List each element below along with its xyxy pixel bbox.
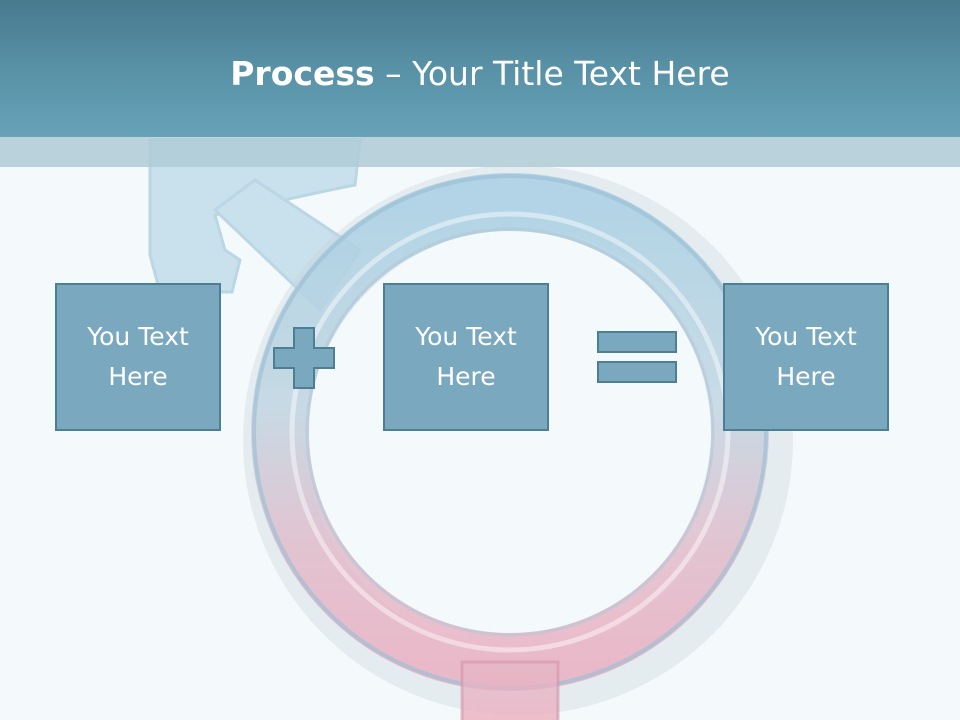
text-box-2-line2: Here <box>436 362 496 391</box>
title-text: Your Title Text Here <box>412 54 730 93</box>
text-box-2-line1: You Text <box>415 322 517 351</box>
text-box-1[interactable]: You Text Here <box>55 283 221 431</box>
plus-icon <box>273 327 335 389</box>
title-bar-strip <box>0 137 960 167</box>
text-box-2-label: You Text Here <box>396 317 536 397</box>
text-box-3[interactable]: You Text Here <box>723 283 889 431</box>
text-box-3-line2: Here <box>776 362 836 391</box>
equals-icon <box>597 331 677 383</box>
title-bar <box>0 0 960 137</box>
text-box-3-line1: You Text <box>755 322 857 351</box>
text-box-2[interactable]: You Text Here <box>383 283 549 431</box>
text-box-1-line1: You Text <box>87 322 189 351</box>
text-box-1-line2: Here <box>108 362 168 391</box>
title-bold: Process <box>230 54 375 93</box>
title-separator: – <box>374 54 413 93</box>
text-box-1-label: You Text Here <box>68 317 208 397</box>
slide-title: Process – Your Title Text Here <box>0 52 960 96</box>
text-box-3-label: You Text Here <box>736 317 876 397</box>
